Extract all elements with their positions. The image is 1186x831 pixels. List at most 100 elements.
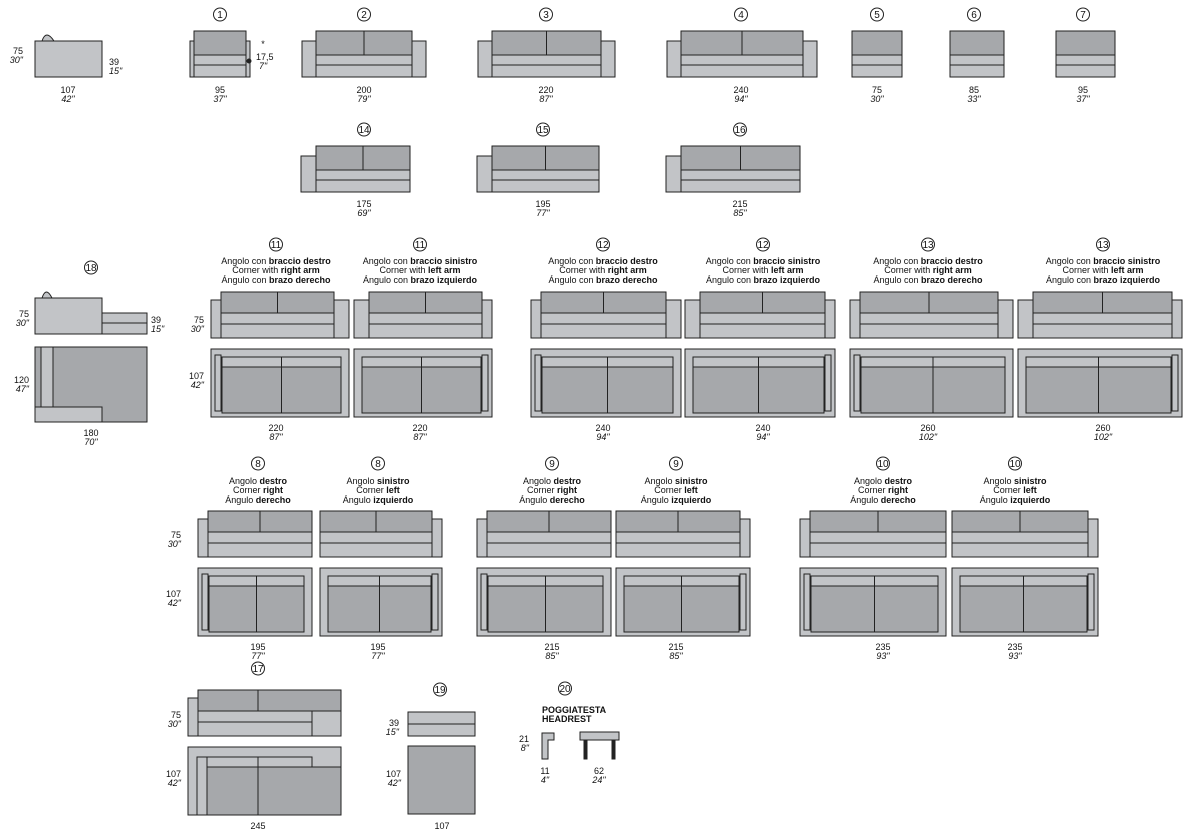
plan-arm [214, 354, 222, 412]
armrest [802, 40, 818, 78]
text-part: Ángulo [221, 275, 249, 285]
label-en: Corner right [527, 485, 577, 495]
label-es: Ángulo con brazo izquierdo [706, 275, 821, 285]
width-in: 94" [756, 432, 770, 442]
text-part: Corner [722, 265, 750, 275]
label-it: Angolo sinistro [983, 476, 1047, 486]
item-number: 4 [738, 10, 744, 21]
width-in: 30" [870, 94, 884, 104]
width-cm: 240 [595, 423, 610, 433]
armrest [189, 40, 195, 78]
width-cm: 62 [594, 766, 604, 776]
text-part: braccio destro [596, 256, 659, 266]
text-part: Ángulo [641, 495, 669, 505]
text-part: sinistro [1014, 476, 1047, 486]
item-number-circle [251, 456, 265, 471]
text-part: con [736, 256, 751, 266]
text-part: izquierdo [373, 495, 414, 505]
text-part: Ángulo [873, 275, 901, 285]
item-number-circle [921, 237, 935, 252]
text-part: with [261, 265, 278, 275]
item-number: 6 [971, 10, 977, 21]
item-number: 11 [271, 240, 282, 251]
dimension-cm: 75 [171, 530, 181, 540]
text-part: sinistro [377, 476, 410, 486]
item-number: 7 [1080, 10, 1086, 21]
item-number-circle [756, 237, 770, 252]
text-part: braccio destro [269, 256, 332, 266]
item-number: 12 [597, 240, 609, 251]
width-cm: 215 [668, 642, 683, 652]
text-part: braccio destro [921, 256, 984, 266]
dimension-in: 30" [191, 324, 205, 334]
dimension-cm: 75 [19, 309, 29, 319]
backrest [1055, 30, 1116, 56]
width-in: 87" [413, 432, 427, 442]
width-cm: 220 [412, 423, 427, 433]
item-number-circle [536, 122, 550, 137]
headrest-leg [583, 739, 588, 760]
item-number: 10 [877, 459, 889, 470]
plan-arm [803, 573, 811, 631]
width-in: 93" [1008, 651, 1022, 661]
item-number-circle [545, 456, 559, 471]
text-part: Angolo [873, 256, 901, 266]
text-part: Corner [233, 485, 261, 495]
width-cm: 107 [434, 821, 449, 831]
width-cm: 240 [733, 85, 748, 95]
label-en: Corner with right arm [884, 265, 972, 275]
text-part: Angolo [983, 476, 1011, 486]
width-cm: 220 [538, 85, 553, 95]
armrest [666, 40, 682, 78]
label-it: Angolo destro [523, 476, 582, 486]
backrest [949, 30, 1005, 56]
label-en: Corner left [356, 485, 400, 495]
dimension-in: 42" [388, 778, 402, 788]
item-number: 13 [1097, 240, 1109, 251]
dimension-cm: 107 [166, 769, 181, 779]
dimension-in: 30" [168, 539, 182, 549]
depth-in: 42" [61, 94, 75, 104]
headrest-profile [41, 34, 55, 42]
seat-height-cm: 39 [151, 315, 161, 325]
text-part: con [904, 256, 919, 266]
text-part: Corner [654, 485, 682, 495]
item-number: 11 [415, 240, 426, 251]
text-part: with [751, 265, 768, 275]
width-in: 24" [591, 775, 606, 785]
text-part: con [394, 275, 409, 285]
plan-arm [739, 573, 747, 631]
text-part: braccio sinistro [753, 256, 821, 266]
text-part: Ángulo [548, 275, 576, 285]
headrest-title-en: HEADREST [542, 714, 592, 724]
text-part: brazo derecho [921, 275, 983, 285]
width-cm: 215 [544, 642, 559, 652]
seat-height-in: 15" [386, 727, 400, 737]
dimension-in: 42" [168, 598, 182, 608]
width-in: 87" [269, 432, 283, 442]
item-number-circle [357, 122, 371, 137]
plan-arm [853, 354, 861, 412]
plan-arm [824, 354, 832, 412]
text-part: con [1076, 256, 1091, 266]
text-part: derecho [550, 495, 586, 505]
width-in: 37" [1076, 94, 1090, 104]
width-cm: 195 [535, 199, 550, 209]
label-en: Corner with left arm [379, 265, 460, 275]
width-in: 69" [357, 208, 371, 218]
chaise-seat [311, 710, 342, 737]
item-number-circle [251, 661, 265, 676]
text-part: left [1023, 485, 1037, 495]
text-part: derecho [881, 495, 917, 505]
armrest [210, 299, 222, 339]
